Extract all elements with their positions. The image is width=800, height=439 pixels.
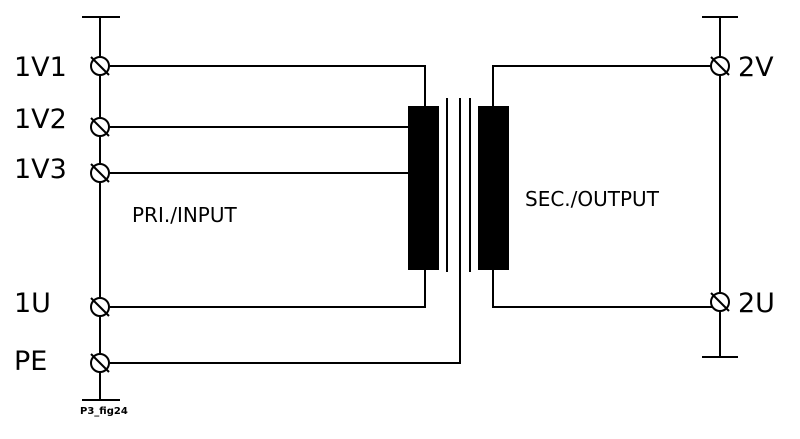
label-1u: 1U <box>14 288 51 319</box>
terminal-pe <box>90 353 110 373</box>
wire-2u <box>492 270 712 308</box>
primary-winding <box>408 106 439 270</box>
terminal-2u <box>710 292 730 312</box>
primary-label: PRI./INPUT <box>132 203 238 227</box>
label-pe: PE <box>14 346 47 377</box>
terminal-1v1 <box>90 56 110 76</box>
label-1v2: 1V2 <box>14 104 67 135</box>
terminal-1v3 <box>90 163 110 183</box>
secondary-winding <box>478 106 509 270</box>
wire-1u <box>110 270 426 308</box>
terminal-1v2 <box>90 117 110 137</box>
label-2u: 2U <box>738 288 775 319</box>
secondary-label: SEC./OUTPUT <box>525 187 660 211</box>
terminal-2v <box>710 56 730 76</box>
figure-id: P3_fig24 <box>80 406 128 417</box>
label-2v: 2V <box>738 52 774 83</box>
wire-1v1 <box>110 65 426 106</box>
wire-2v <box>492 65 712 106</box>
terminal-1u <box>90 297 110 317</box>
wire-pe <box>110 98 461 364</box>
label-1v1: 1V1 <box>14 52 67 83</box>
label-1v3: 1V3 <box>14 154 67 185</box>
